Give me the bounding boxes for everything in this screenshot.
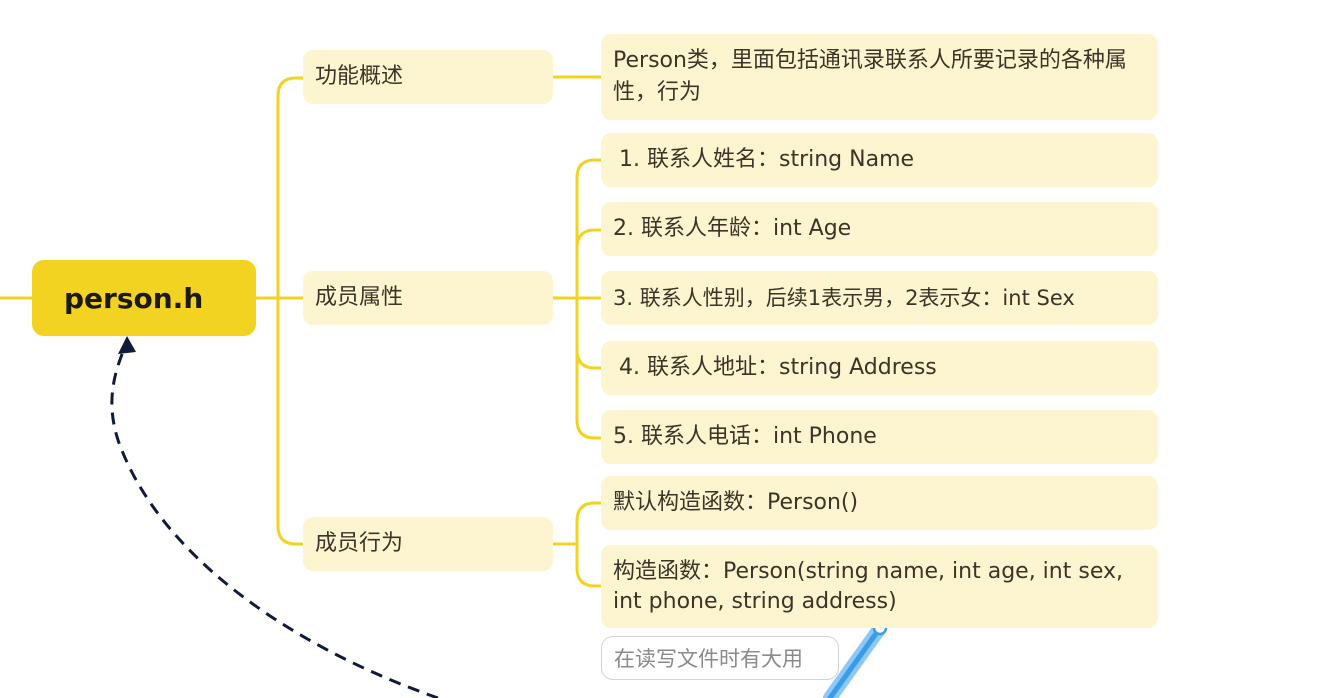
attribute-item-sex-text: 3. 联系人性别，后续1表示男，2表示女：int Sex bbox=[613, 286, 1075, 310]
behavior-item-default-ctor[interactable]: 默认构造函数：Person() bbox=[601, 476, 1158, 530]
root-node[interactable]: person.h bbox=[32, 260, 256, 336]
behavior-item-ctor[interactable]: 构造函数：Person(string name, int age, int se… bbox=[601, 545, 1158, 628]
relationship-arrowhead-icon bbox=[118, 336, 136, 354]
attribute-item-age-text: 2. 联系人年龄：int Age bbox=[613, 216, 852, 241]
branch-attributes-label: 成员属性 bbox=[315, 285, 404, 310]
branch-attributes[interactable]: 成员属性 bbox=[303, 271, 553, 325]
trunk-to-overview-line bbox=[276, 76, 303, 298]
root-label: person.h bbox=[64, 281, 204, 315]
floating-note[interactable]: 在读写文件时有大用 bbox=[601, 636, 839, 680]
branch-overview-label: 功能概述 bbox=[315, 64, 404, 89]
attributes-line-1 bbox=[575, 158, 601, 298]
behavior-item-default-ctor-text: 默认构造函数：Person() bbox=[613, 490, 859, 515]
behaviors-line-1 bbox=[575, 501, 601, 544]
branch-behaviors-label: 成员行为 bbox=[315, 531, 404, 556]
attribute-item-sex[interactable]: 3. 联系人性别，后续1表示男，2表示女：int Sex bbox=[601, 271, 1158, 325]
overview-detail-text: Person类，里面包括通讯录联系人所要记录的各种属性，行为 bbox=[613, 48, 1127, 105]
attribute-item-name-text: 1. 联系人姓名：string Name bbox=[619, 147, 915, 172]
behavior-item-ctor-text: 构造函数：Person(string name, int age, int se… bbox=[613, 558, 1123, 614]
floating-note-text: 在读写文件时有大用 bbox=[614, 647, 803, 671]
attribute-item-address-text: 4. 联系人地址：string Address bbox=[619, 355, 937, 380]
attribute-item-age[interactable]: 2. 联系人年龄：int Age bbox=[601, 202, 1158, 256]
branch-behaviors[interactable]: 成员行为 bbox=[303, 517, 553, 571]
attribute-item-phone-text: 5. 联系人电话：int Phone bbox=[613, 424, 877, 449]
attribute-item-phone[interactable]: 5. 联系人电话：int Phone bbox=[601, 410, 1158, 464]
attributes-line-2 bbox=[575, 228, 601, 249]
overview-detail-node[interactable]: Person类，里面包括通讯录联系人所要记录的各种属性，行为 bbox=[601, 34, 1158, 120]
attributes-line-4 bbox=[575, 349, 601, 370]
attribute-item-address[interactable]: 4. 联系人地址：string Address bbox=[601, 341, 1158, 395]
attributes-line-5 bbox=[575, 298, 601, 440]
attribute-item-name[interactable]: 1. 联系人姓名：string Name bbox=[601, 133, 1158, 187]
behaviors-line-2 bbox=[575, 544, 601, 588]
branch-overview[interactable]: 功能概述 bbox=[303, 50, 553, 104]
relationship-arrow-line[interactable] bbox=[110, 341, 439, 698]
trunk-to-behaviors-line bbox=[276, 298, 303, 546]
